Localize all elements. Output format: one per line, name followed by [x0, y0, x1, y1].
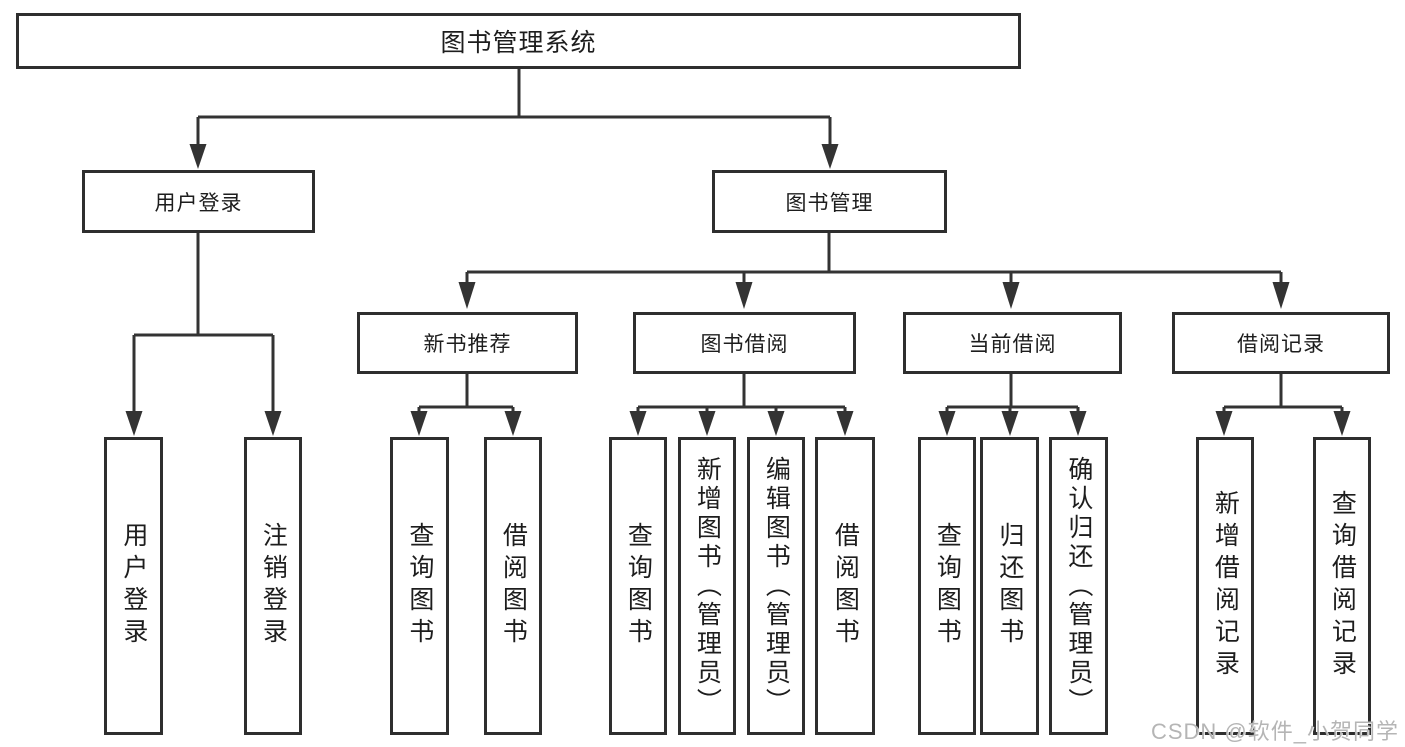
leaf-nbr-query-books: 查询图书 — [390, 437, 449, 735]
arrowhead — [938, 411, 956, 436]
watermark: CSDN @软件_小贺同学 — [1150, 719, 1399, 744]
node-user-login: 用户登录 — [82, 170, 315, 233]
leaf-user-login-label: 用户登录 — [119, 522, 148, 650]
connector-new-book-recommend-children — [410, 374, 522, 436]
leaf-cb-confirm-return-admin-label: 确认归还（管理员） — [1064, 455, 1093, 717]
connector-current-borrow-children — [938, 374, 1087, 436]
node-new-book-recommend: 新书推荐 — [357, 312, 578, 374]
arrowhead — [1272, 282, 1290, 309]
arrowhead — [1002, 282, 1020, 309]
arrowhead — [504, 411, 522, 436]
leaf-bb-borrow-books: 借阅图书 — [815, 437, 875, 735]
arrowhead — [735, 282, 753, 309]
arrowhead — [125, 411, 143, 436]
leaf-bb-add-books-admin: 新增图书（管理员） — [678, 437, 736, 735]
node-borrow-records: 借阅记录 — [1172, 312, 1390, 374]
leaf-cb-return-books-label: 归还图书 — [995, 522, 1024, 650]
leaf-bb-query-books: 查询图书 — [609, 437, 667, 735]
leaf-bb-edit-books-admin-label: 编辑图书（管理员） — [762, 455, 791, 717]
node-book-borrow: 图书借阅 — [633, 312, 856, 374]
leaf-nbr-borrow-books-label: 借阅图书 — [499, 522, 528, 650]
arrowhead — [1069, 411, 1087, 436]
leaf-br-add-borrow-record: 新增借阅记录 — [1196, 437, 1254, 735]
leaf-bb-query-books-label: 查询图书 — [624, 522, 653, 650]
arrowhead — [1215, 411, 1233, 436]
connector-user-login-children — [125, 233, 282, 436]
leaf-nbr-query-books-label: 查询图书 — [405, 522, 434, 650]
leaf-cb-query-books: 查询图书 — [918, 437, 976, 735]
arrowhead — [264, 411, 282, 436]
leaf-logout-login: 注销登录 — [244, 437, 302, 735]
node-library-management-system: 图书管理系统 — [16, 13, 1021, 69]
connector-borrow-records-children — [1215, 374, 1351, 436]
arrowhead — [1001, 411, 1019, 436]
connector-book-management-children — [458, 233, 1290, 309]
connector-root-to-level2 — [189, 69, 839, 169]
leaf-cb-return-books: 归还图书 — [980, 437, 1039, 735]
leaf-bb-borrow-books-label: 借阅图书 — [831, 522, 860, 650]
arrowhead — [629, 411, 647, 436]
leaf-br-query-borrow-record: 查询借阅记录 — [1313, 437, 1371, 735]
leaf-bb-edit-books-admin: 编辑图书（管理员） — [747, 437, 805, 735]
leaf-user-login: 用户登录 — [104, 437, 163, 735]
leaf-br-add-borrow-record-label: 新增借阅记录 — [1211, 490, 1240, 682]
arrowhead — [1333, 411, 1351, 436]
node-book-management: 图书管理 — [712, 170, 947, 233]
arrowhead — [698, 411, 716, 436]
leaf-cb-query-books-label: 查询图书 — [933, 522, 962, 650]
arrowhead — [458, 282, 476, 309]
leaf-bb-add-books-admin-label: 新增图书（管理员） — [693, 455, 722, 717]
leaf-br-query-borrow-record-label: 查询借阅记录 — [1328, 490, 1357, 682]
arrowhead — [189, 144, 207, 169]
leaf-nbr-borrow-books: 借阅图书 — [484, 437, 542, 735]
arrowhead — [821, 144, 839, 169]
leaf-logout-login-label: 注销登录 — [259, 522, 288, 650]
node-current-borrow: 当前借阅 — [903, 312, 1122, 374]
connector-book-borrow-children — [629, 374, 854, 436]
arrowhead — [836, 411, 854, 436]
arrowhead — [767, 411, 785, 436]
leaf-cb-confirm-return-admin: 确认归还（管理员） — [1049, 437, 1108, 735]
arrowhead — [410, 411, 428, 436]
